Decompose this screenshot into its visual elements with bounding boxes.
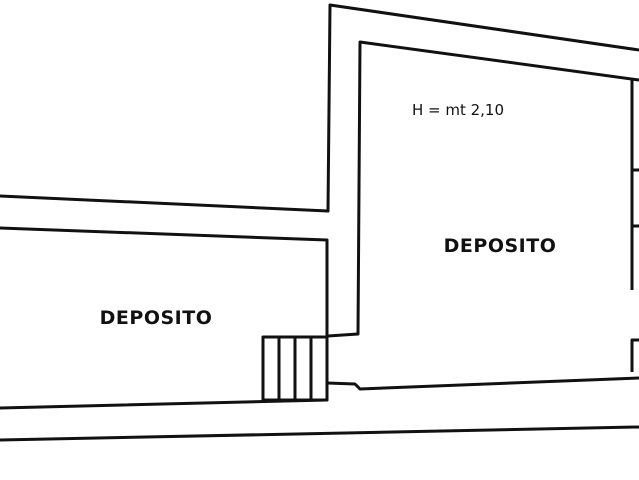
room-label-left: DEPOSITO [99,307,213,329]
room-label-right: DEPOSITO [443,235,557,257]
left-room-inner-wall [0,226,329,410]
height-note: H = mt 2,10 [411,101,505,119]
right-room-inner-wall [327,40,639,338]
right-wall-lower [630,338,639,372]
corridor-wall [326,376,639,391]
stairs [261,335,329,402]
bottom-outer-wall [0,425,639,442]
outer-wall [0,3,639,213]
